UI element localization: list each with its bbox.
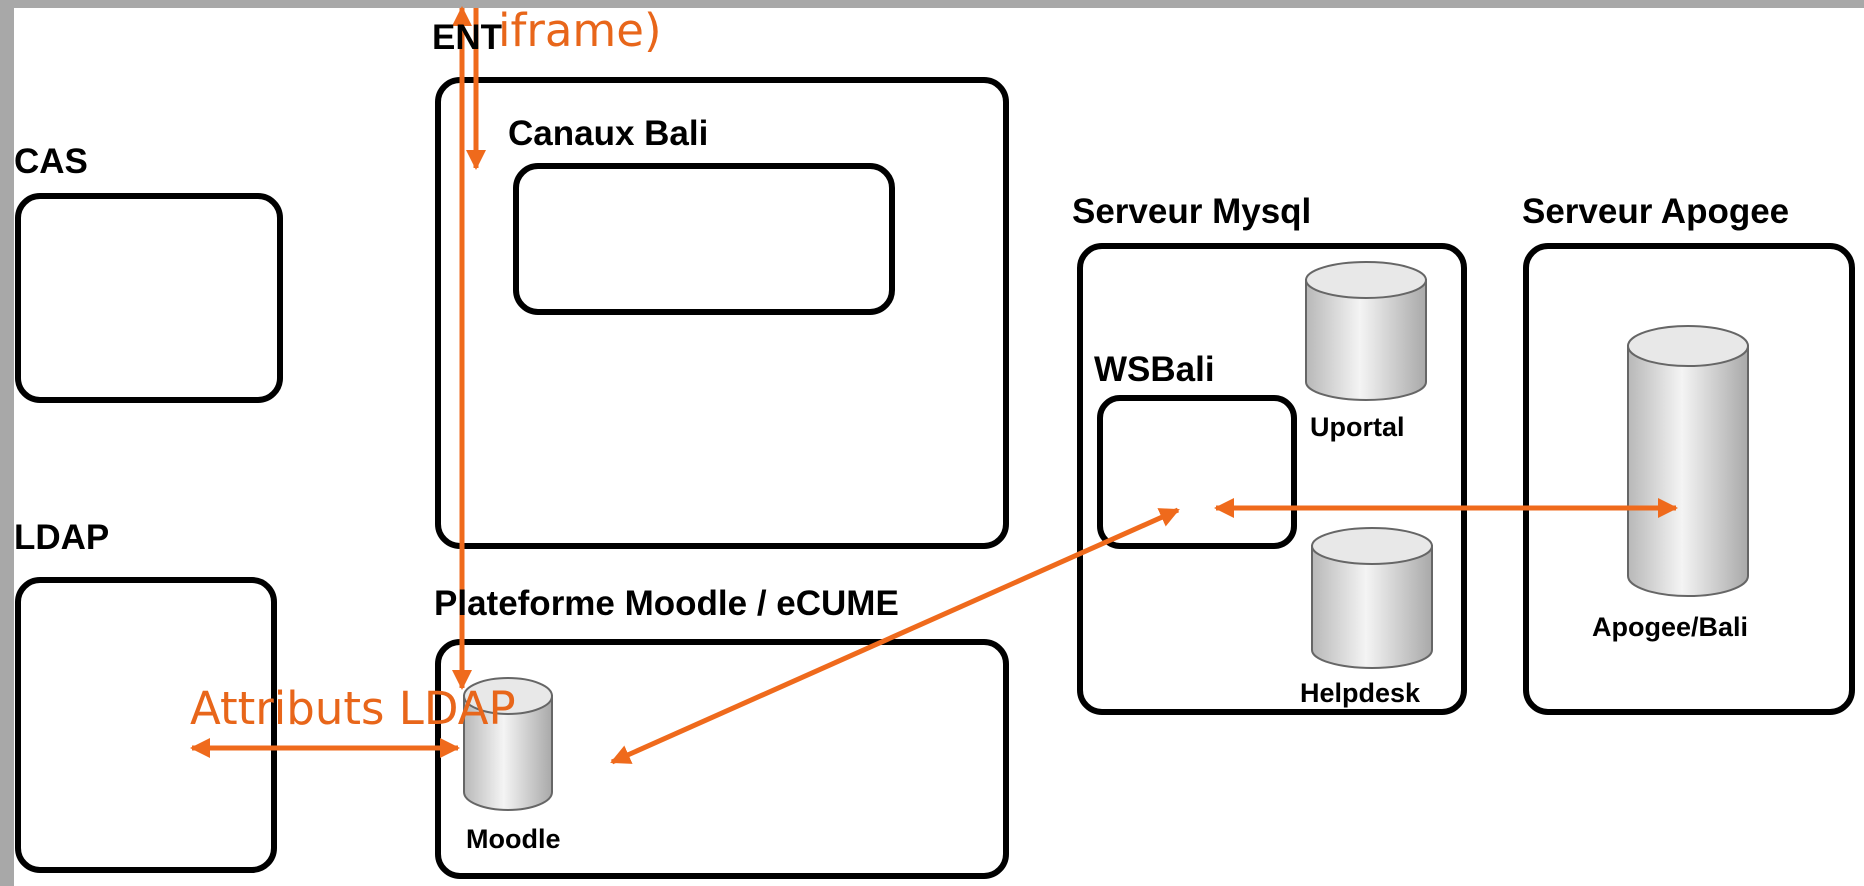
apogee-bali-label: Apogee/Bali [1592, 612, 1749, 642]
cas-box [15, 193, 283, 403]
uportal-label: Uportal [1310, 412, 1405, 442]
ent-label: ENT [432, 18, 502, 57]
moodle-database-icon [463, 677, 553, 811]
moodle-wsbali-arrow [610, 507, 1180, 765]
wsbali-box [1097, 395, 1297, 549]
uportal-database-icon [1305, 261, 1427, 401]
plateforme-moodle-label: Plateforme Moodle / eCUME [434, 584, 899, 623]
serveur-mysql-label: Serveur Mysql [1072, 192, 1312, 231]
helpdesk-label: Helpdesk [1300, 678, 1421, 708]
moodle-label: Moodle [466, 824, 561, 854]
apogee-bali-database-icon [1627, 325, 1749, 597]
canaux-bali-box [513, 163, 895, 315]
cas-label: CAS [14, 142, 88, 181]
ldap-box [15, 577, 277, 873]
canaux-bali-label: Canaux Bali [508, 114, 709, 153]
serveur-mysql-box [1077, 243, 1467, 715]
iframe-annotation: iframe) [498, 4, 662, 57]
serveur-apogee-label: Serveur Apogee [1522, 192, 1790, 231]
attributs-ldap-annotation: Attributs LDAP [190, 682, 516, 735]
ldap-label: LDAP [14, 518, 110, 557]
serveur-apogee-box [1523, 243, 1855, 715]
wsbali-label: WSBali [1094, 350, 1215, 389]
helpdesk-database-icon [1311, 527, 1433, 669]
